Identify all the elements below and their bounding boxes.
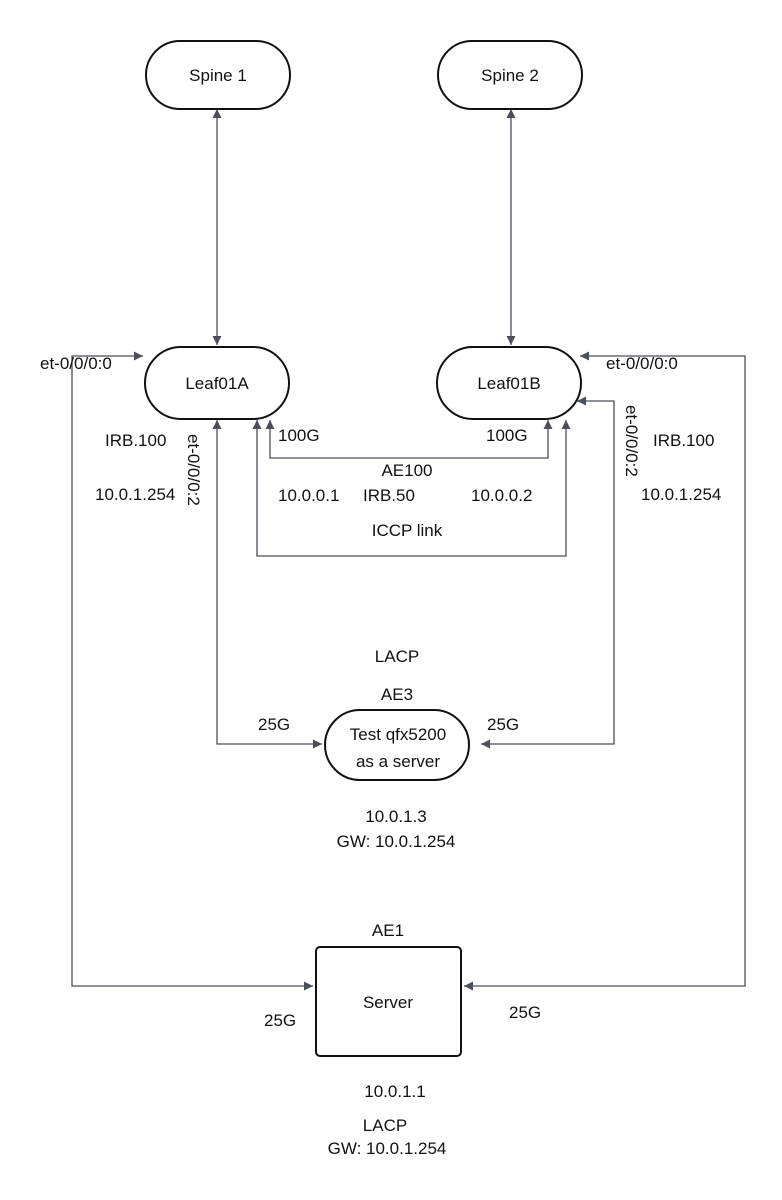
leaf01a-iccp-ip-label: 10.0.0.1 (278, 486, 339, 505)
edge-leaf01a-test-server (212, 420, 322, 749)
node-test-server-label-line-2: as a server (356, 752, 440, 771)
test-ip-label: 10.0.1.3 (365, 807, 426, 826)
node-spine-1-label: Spine 1 (189, 66, 247, 85)
server-speed-a-label: 25G (264, 1011, 296, 1030)
leaf01a-irb-label: IRB.100 (105, 431, 166, 450)
node-server[interactable]: Server (315, 946, 462, 1057)
node-server-label: Server (363, 993, 413, 1012)
edge-leaf01b-server (464, 351, 746, 991)
test-speed-b-label: 25G (487, 715, 519, 734)
node-leaf01a[interactable]: Leaf01A (144, 346, 290, 420)
leaf01a-ip-label: 10.0.1.254 (95, 485, 175, 504)
edge-leaf01a-server (71, 351, 313, 991)
leaf01b-iccp-ip-label: 10.0.0.2 (471, 486, 532, 505)
node-leaf01b-label: Leaf01B (477, 374, 540, 393)
leaf01a-et2-label: et-0/0/0:2 (184, 434, 203, 506)
leaf01b-port-label: et-0/0/0:0 (606, 354, 678, 373)
test-speed-a-label: 25G (258, 715, 290, 734)
leaf01b-et2-label: et-0/0/0:2 (622, 405, 641, 477)
node-spine-2-label: Spine 2 (481, 66, 539, 85)
node-test-server[interactable]: Test qfx5200 as a server (324, 709, 470, 781)
ae3-label: AE3 (381, 685, 413, 704)
ae1-label: AE1 (372, 921, 404, 940)
node-leaf01b[interactable]: Leaf01B (436, 346, 582, 420)
node-spine-1[interactable]: Spine 1 (145, 40, 291, 110)
leaf01b-ip-label: 10.0.1.254 (641, 485, 721, 504)
leaf01b-irb-label: IRB.100 (653, 431, 714, 450)
server-lacp-label: LACP (363, 1116, 407, 1135)
node-spine-2[interactable]: Spine 2 (437, 40, 583, 110)
iccp-speed-b-label: 100G (486, 426, 528, 445)
iccp-link-label: ICCP link (372, 521, 443, 540)
node-test-server-label-line-1: Test qfx5200 (350, 725, 446, 744)
irb50-label: IRB.50 (363, 486, 415, 505)
server-gw-label: GW: 10.0.1.254 (328, 1139, 447, 1158)
test-lacp-label: LACP (375, 647, 419, 666)
leaf01a-port-label: et-0/0/0:0 (40, 354, 112, 373)
ae100-label: AE100 (381, 461, 432, 480)
test-gw-label: GW: 10.0.1.254 (337, 832, 456, 851)
server-ip-label: 10.0.1.1 (364, 1082, 425, 1101)
iccp-speed-a-label: 100G (278, 426, 320, 445)
node-leaf01a-label: Leaf01A (185, 374, 249, 393)
server-speed-b-label: 25G (509, 1003, 541, 1022)
